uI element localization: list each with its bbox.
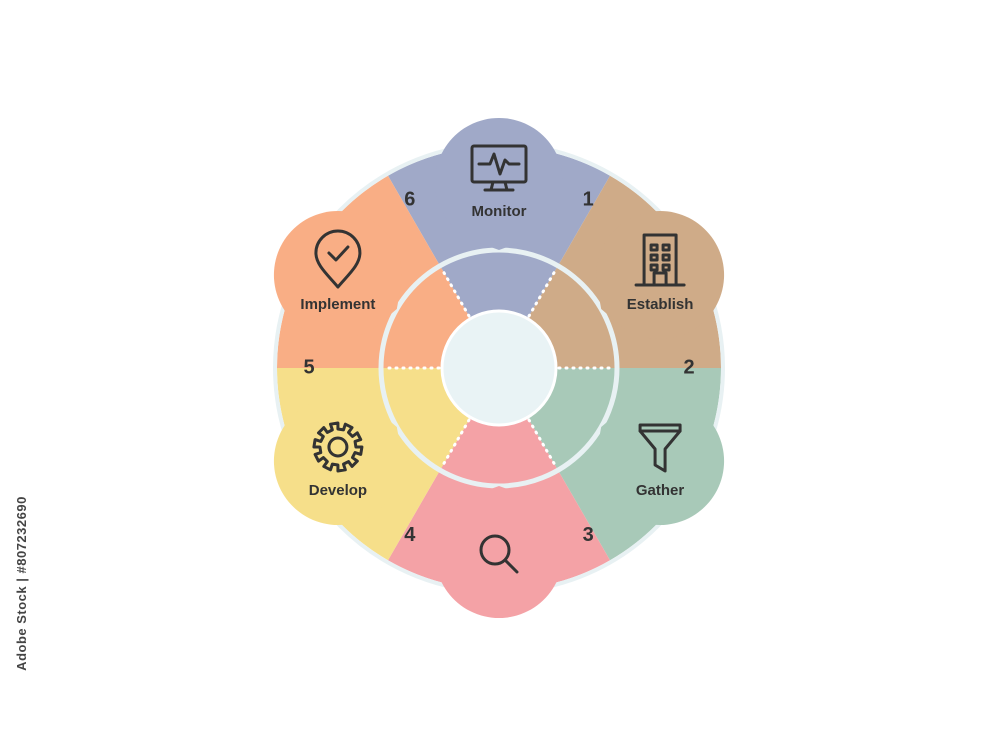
wedge-divider [440,266,471,318]
petal-body [435,486,563,618]
funnel-icon [638,423,682,473]
petal-label: Establish [627,296,694,313]
petal-search [435,486,563,618]
step-numbers: 6 1 2 3 4 5 [303,189,694,547]
petal-establish: Establish [596,210,725,339]
wedge-divider [440,418,471,470]
watermark-id: Adobe Stock | #807232690 [13,495,29,671]
petal-implement: Implement [273,211,402,339]
inner-wedge [527,368,617,471]
wedge-divider [527,266,558,318]
step-number: 1 [583,189,594,211]
location-check-icon [314,229,362,289]
building-icon [634,233,686,287]
petal-label: Monitor [472,203,527,220]
petal-monitor: Monitor [435,117,563,250]
inner-wedge [440,417,558,486]
gear-icon [312,421,364,473]
search-icon [479,534,519,574]
petal-develop: Develop [273,396,402,525]
petal-body [273,396,402,525]
step-number: 4 [404,524,416,546]
wedge-divider [527,418,558,470]
center-circle [440,309,558,427]
step-number: 6 [404,189,415,211]
petal-body [273,211,402,339]
petal-label: Develop [309,482,367,499]
monitor-icon [470,144,528,192]
petal-gather: Gather [596,396,725,525]
petal-label: Gather [636,482,685,499]
inner-ring [378,247,620,489]
step-number: 3 [583,524,594,546]
inner-wedge [381,265,471,368]
step-number: 2 [683,356,694,378]
petal-body [596,396,725,525]
step-number: 5 [303,356,314,378]
inner-wedge [381,368,471,471]
petal-body [596,210,725,339]
petal-body [435,117,563,250]
inner-wedge [440,249,558,319]
inner-wedge [527,265,617,368]
petal-label: Implement [300,296,375,313]
